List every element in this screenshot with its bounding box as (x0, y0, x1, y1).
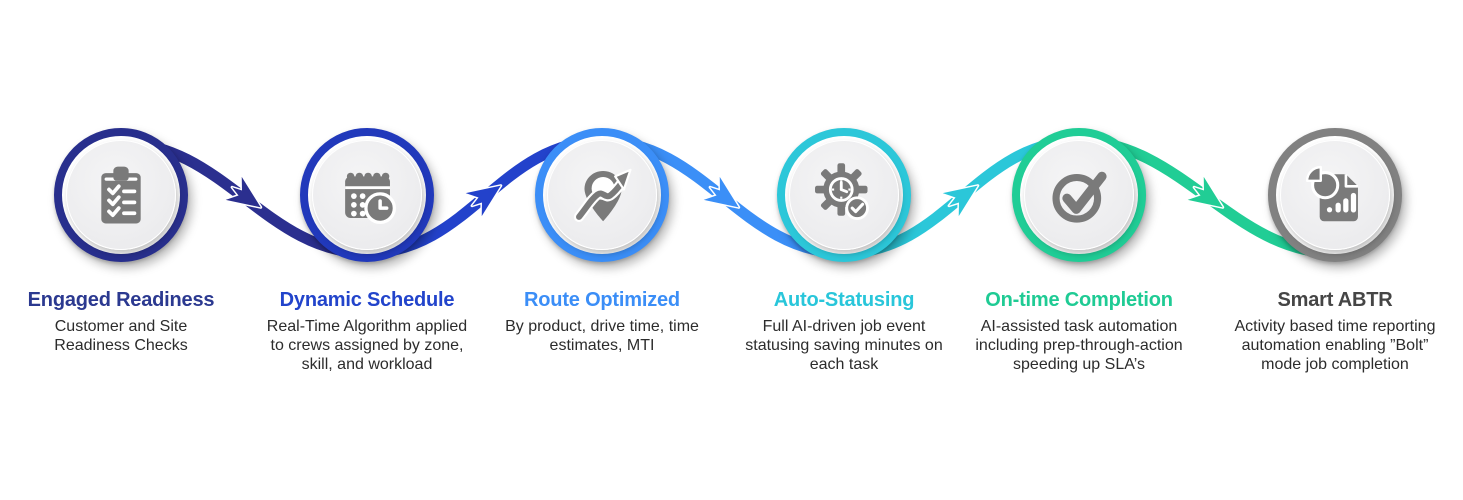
step-description: Customer and Site Readiness Checks (54, 318, 188, 355)
step-icon-disc (1024, 140, 1134, 250)
check-circle-icon (1052, 171, 1107, 223)
step-dynamic-schedule: Dynamic Schedule Real-Time Algorithm app… (242, 128, 492, 375)
arrowhead-icon (464, 184, 503, 218)
step-smart-abtr: Smart ABTR Activity based time reporting… (1210, 128, 1460, 375)
step-circle (1268, 128, 1402, 262)
step-title: Auto-Statusing (773, 289, 915, 311)
step-title: Smart ABTR (1277, 289, 1393, 311)
step-circle (1012, 128, 1146, 262)
gear-clock-check-icon (815, 163, 869, 220)
arrowhead-icon (702, 175, 741, 209)
step-icon-disc (66, 140, 176, 250)
step-icon-disc (789, 140, 899, 250)
step-on-time-completion: On-time Completion AI-assisted task auto… (954, 128, 1204, 375)
calendar-clock-icon (345, 172, 396, 224)
step-title: On-time Completion (985, 289, 1173, 311)
step-icon-disc (1280, 140, 1390, 250)
step-engaged-readiness: Engaged Readiness Customer and Site Read… (0, 128, 246, 355)
step-circle (54, 128, 188, 262)
step-description: Full AI-driven job event statusing savin… (745, 318, 943, 374)
step-description: Real-Time Algorithm applied to crews ass… (266, 318, 468, 374)
step-auto-statusing: Auto-Statusing Full AI-driven job event … (719, 128, 969, 375)
arrowhead-icon (1186, 175, 1225, 209)
step-description: By product, drive time, time estimates, … (505, 318, 699, 355)
step-route-optimized: Route Optimized By product, drive time, … (477, 128, 727, 355)
step-title: Dynamic Schedule (279, 289, 455, 311)
route-optimization-pin-icon (573, 168, 632, 223)
step-description: Activity based time reporting automation… (1234, 318, 1436, 374)
step-circle (777, 128, 911, 262)
step-circle (535, 128, 669, 262)
clipboard-checklist-icon (101, 166, 141, 224)
step-circle (300, 128, 434, 262)
arrowhead-icon (941, 184, 980, 218)
step-description: AI-assisted task automation including pr… (975, 318, 1183, 374)
report-document-icon (1305, 165, 1358, 222)
step-icon-disc (312, 140, 422, 250)
arrowhead-icon (224, 175, 263, 209)
step-title: Engaged Readiness (27, 289, 215, 311)
step-icon-disc (547, 140, 657, 250)
step-title: Route Optimized (524, 289, 680, 311)
